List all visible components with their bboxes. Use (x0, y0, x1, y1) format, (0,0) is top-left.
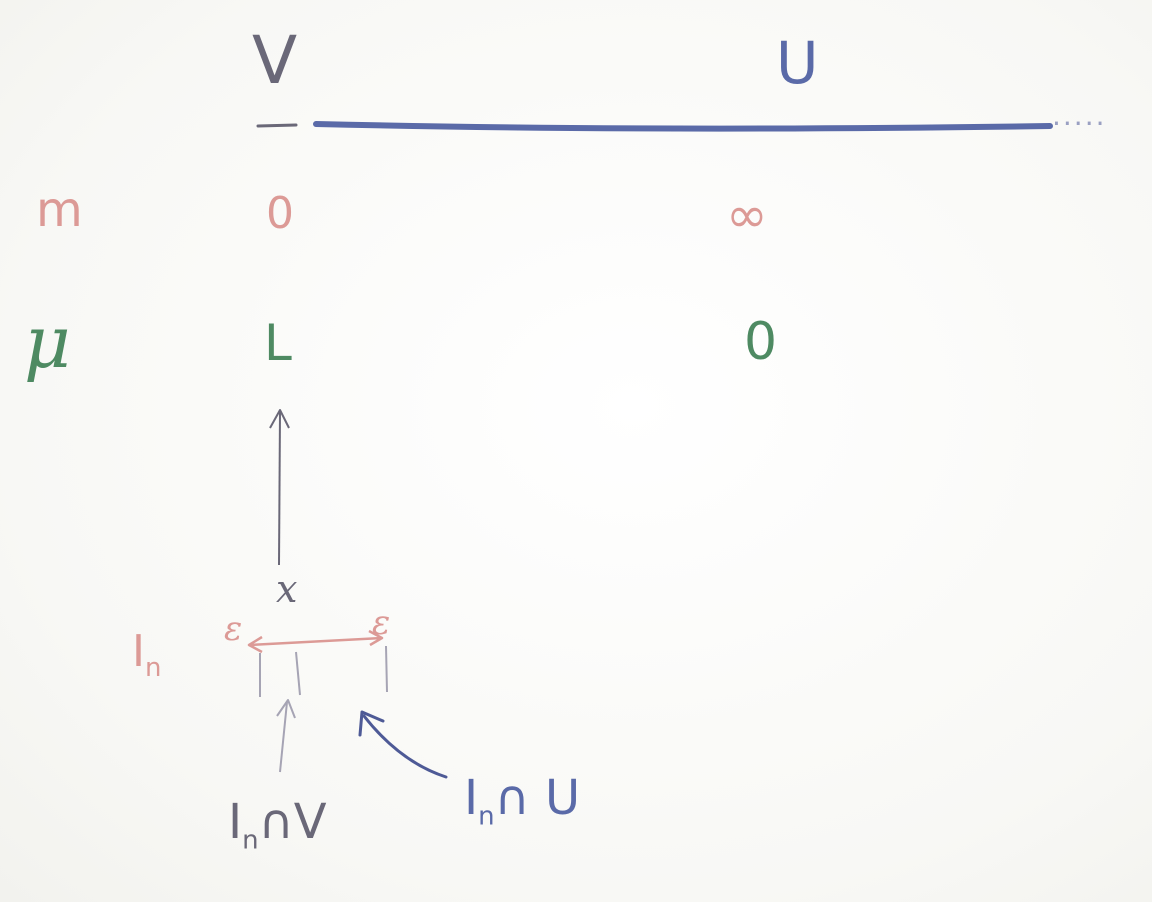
x-to-l-arrow-head (269, 409, 290, 429)
interval-left-head (247, 635, 263, 654)
right-callout-head (358, 710, 385, 737)
left-intersection-subscript: n (242, 825, 259, 856)
tick-3 (385, 645, 388, 693)
column-v-label: V (252, 22, 298, 99)
interval-label: In (132, 630, 161, 681)
u-line (313, 121, 1053, 132)
interval-left-epsilon: ε (224, 609, 243, 649)
row-mu-left-value: L (264, 314, 292, 372)
v-tick (256, 123, 298, 128)
row-mu-label: μ (24, 300, 71, 384)
column-u-label: U (776, 29, 819, 97)
interval-right-head (368, 629, 384, 647)
row-m-right-value: ∞ (726, 186, 768, 244)
right-intersection-subscript: n (478, 801, 495, 832)
interval-subscript: n (144, 652, 162, 683)
interval-right-epsilon: ε (372, 603, 391, 643)
interval-name: I (132, 626, 145, 677)
right-callout-curve (362, 714, 448, 779)
right-intersection-rest: ∩ U (494, 770, 581, 826)
right-intersection-set: I (464, 770, 479, 826)
left-callout-head (276, 699, 296, 719)
left-intersection-set: I (228, 794, 243, 850)
left-intersection-label: In∩V (228, 798, 327, 854)
row-m-label: m (36, 182, 83, 238)
left-callout-shaft (279, 701, 288, 773)
row-mu-right-value: 0 (744, 312, 778, 372)
point-x-label: x (276, 567, 298, 611)
tick-2 (295, 651, 301, 696)
row-m-left-value: 0 (266, 188, 294, 239)
left-intersection-rest: ∩V (258, 794, 327, 850)
continuation-dots: ..... (1052, 99, 1107, 132)
interval-line (249, 636, 383, 647)
x-to-l-arrow-shaft (278, 411, 281, 566)
right-intersection-label: In∩ U (464, 774, 580, 830)
